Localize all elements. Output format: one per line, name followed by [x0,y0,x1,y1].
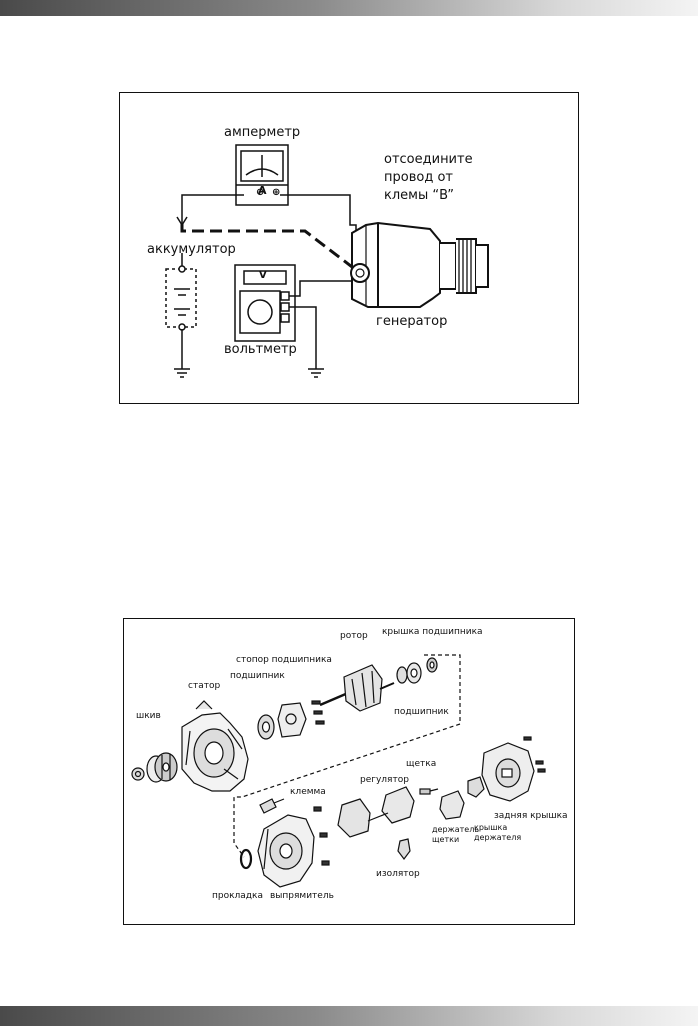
voltmeter-letter: V [259,270,267,281]
gasket-label: прокладка [212,891,263,901]
voltmeter-wires [289,280,356,378]
disconnected-b-wire [180,223,361,275]
bearing-left-label: подшипник [230,671,285,681]
pulley [146,752,178,783]
rotor-label: ротор [340,631,368,641]
rectifier [257,814,315,888]
bearing-cover-label: крышка подшипника [382,627,483,637]
pulley-label: шкив [136,711,161,721]
battery-ground-icon [174,368,190,378]
disconnect-instruction-line-1: отсоедините [384,152,473,167]
ammeter-letter: A [258,184,267,197]
terminal-label: клемма [290,787,326,797]
exploded-drawing [131,654,546,888]
brush-label: щетка [406,759,437,769]
insulator-label: изолятор [376,869,420,879]
brush-holder-part [439,790,465,820]
generator-label: генератор [376,314,448,329]
rectifier-label: выпрямитель [270,891,334,901]
disconnect-instruction-line-2: провод от [384,170,453,185]
battery-label: аккумулятор [147,242,236,257]
ammeter-label: амперметр [224,125,301,140]
test-circuit-diagram: амперметр ⊖ A ⊕ отсоедините провод от кл… [119,92,579,404]
bearing-stopper-label: стопор подшипника [236,655,332,665]
ammeter-battery-wire [176,194,244,227]
holder-cover-part [467,776,485,798]
rear-cover-screws [523,736,546,773]
ammeter-generator-wire [280,194,362,275]
gasket [239,848,253,870]
bottom-footer-band [0,1006,698,1026]
holder-cover-label-line-1: крышка [474,823,508,832]
holder-cover-label-line-2: держателя [474,833,522,842]
regulator-label: регулятор [360,775,409,785]
stator-label: статор [188,681,221,691]
pulley-nut [131,767,145,781]
rear-bearing [396,662,422,684]
brush-holder-label-line-2: щетки [432,835,460,844]
alternator-exploded-view: ротор крышка подшипника стопор подшипник… [123,618,575,925]
voltmeter-label: вольтметр [224,342,297,357]
rear-cover-label: задняя крышка [494,811,568,821]
bearing-cover [426,657,438,673]
regulator [337,786,415,838]
circuit-drawing [165,144,489,378]
rectifier-screws [313,806,330,866]
disconnect-instruction-line-3: клемы “B” [384,188,455,203]
assembly-line-upper [233,654,461,811]
insulator [397,838,411,860]
bearing-stopper [277,702,307,738]
top-header-band [0,0,698,16]
ammeter-plus-sign: ⊕ [272,187,281,198]
rear-cover-part [481,742,535,802]
battery-symbol [165,253,197,369]
rotor [319,664,395,712]
stator-housing [181,700,249,792]
generator-symbol [350,221,489,308]
terminal-part [259,798,285,814]
ammeter-minus-sign: ⊖ [256,187,265,198]
bearing-right-label: подшипник [394,707,449,717]
brush [419,788,439,795]
stopper-screws [311,700,325,725]
ammeter-symbol [235,144,289,206]
assembly-line-lower [233,811,245,858]
front-bearing [257,714,275,740]
brush-holder-label-line-1: держатель [432,825,480,834]
